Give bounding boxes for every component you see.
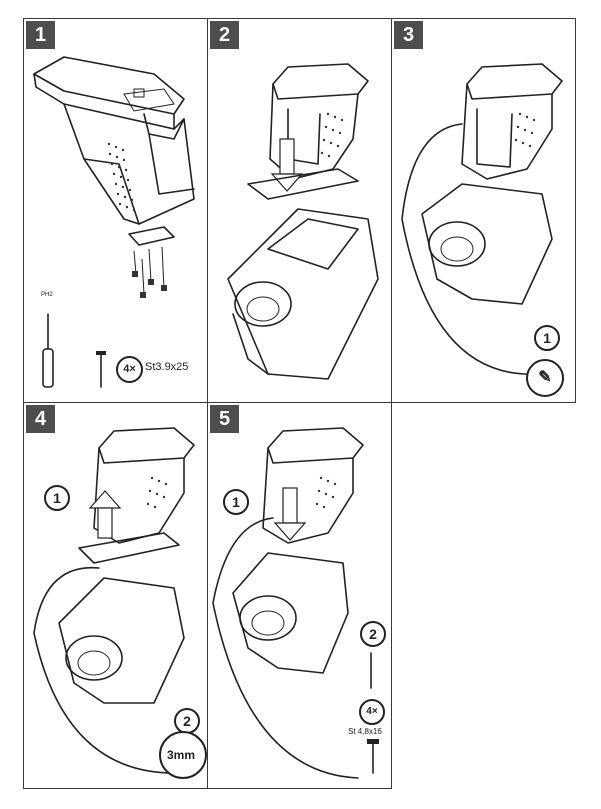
screw-spec-label: St3.9x25	[145, 361, 189, 373]
screwdriver-label: PH2	[41, 292, 53, 298]
screw-icon	[96, 351, 106, 388]
screw-count-badge: 4×	[116, 356, 143, 383]
perforated-side-pattern	[107, 142, 136, 212]
gap-measure-label: 3mm	[167, 748, 196, 762]
step-panel-3: 3 1 ✎	[391, 18, 576, 403]
step-badge-4: 4	[26, 405, 55, 433]
perforated-side-pattern	[146, 476, 168, 509]
down-arrow-icon	[273, 487, 307, 541]
callout-1: 1	[44, 485, 70, 511]
callout-1: 1	[534, 325, 560, 351]
step-badge-1: 1	[26, 21, 55, 49]
armrest-removal-illustration	[33, 427, 195, 774]
armrest-reinstall-illustration	[212, 427, 379, 779]
step-panel-4: 4 1 2 3mm	[23, 402, 208, 789]
screw-icon	[367, 739, 379, 774]
armrest-assembled-illustration	[401, 63, 563, 375]
screws-exploded	[132, 271, 167, 298]
callout-1: 1	[223, 489, 249, 515]
armrest-exploded-illustration	[33, 56, 195, 388]
screwdriver-icon	[42, 313, 54, 388]
step-badge-3: 3	[394, 21, 423, 49]
step-panel-5: 5 1 2 4× St 4,8x16	[207, 402, 392, 789]
perforated-side-pattern	[315, 476, 337, 509]
perforated-side-pattern	[514, 112, 536, 148]
push-clip-icon: ✎	[526, 359, 564, 397]
up-arrow-icon	[88, 490, 122, 539]
down-arrow-icon	[270, 138, 304, 192]
armrest-mounting-illustration	[227, 63, 379, 380]
step-badge-5: 5	[210, 405, 239, 433]
step-panel-2: 2	[207, 18, 392, 403]
gap-detail-circle	[159, 731, 207, 779]
callout-2: 2	[360, 621, 386, 647]
step-panel-1: 1	[23, 18, 208, 403]
perforated-side-pattern	[320, 112, 344, 158]
step-badge-2: 2	[210, 21, 239, 49]
callout-2: 2	[174, 708, 200, 734]
screw-spec-label: St 4,8x16	[348, 727, 382, 736]
screw-count-badge: 4×	[359, 699, 385, 725]
